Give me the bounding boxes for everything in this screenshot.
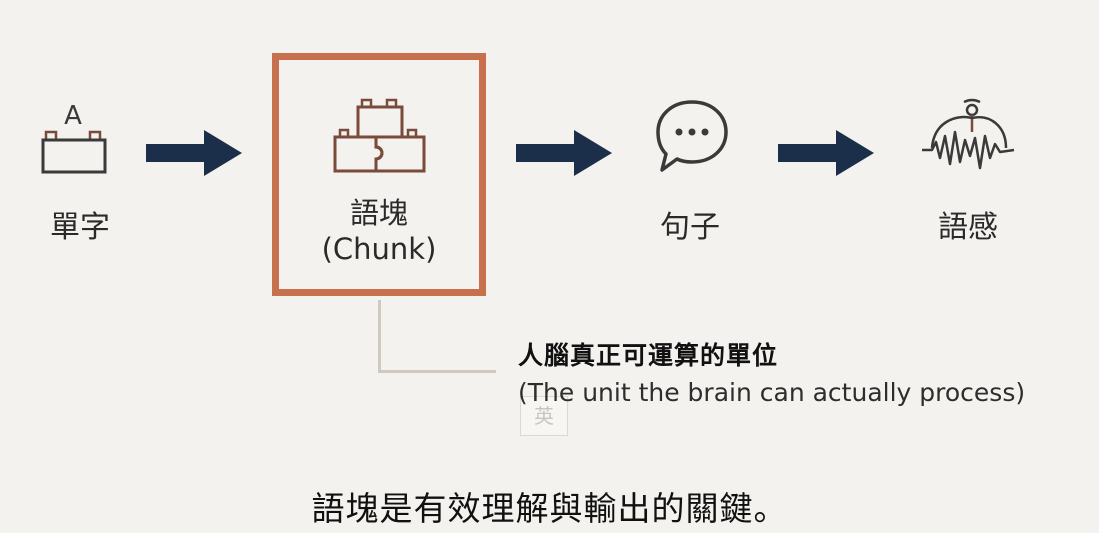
connector-horizontal	[378, 370, 496, 373]
puzzle-blocks-icon	[332, 98, 428, 176]
speech-bubble-icon	[652, 98, 732, 176]
annotation-subtitle: (The unit the brain can actually process…	[518, 378, 1026, 407]
flow-arrow-3	[778, 128, 874, 178]
connector-vertical	[378, 300, 381, 372]
chunk-label: 語塊 (Chunk)	[272, 195, 486, 267]
svg-text:A: A	[64, 101, 82, 131]
letter-block-icon: A	[40, 98, 110, 176]
language-badge[interactable]: 英	[520, 396, 568, 436]
brain-wave-icon	[918, 92, 1018, 178]
bottom-caption: 語塊是有效理解與輸出的關鍵。	[311, 489, 788, 528]
node-label-sense: 語感	[938, 210, 998, 245]
flow-arrow-2	[516, 128, 612, 178]
highlight-box	[272, 53, 486, 296]
node-label-sentence: 句子	[660, 210, 720, 245]
annotation-title: 人腦真正可運算的單位	[518, 341, 779, 370]
node-sublabel-chunk: (Chunk)	[321, 232, 437, 266]
flow-arrow-1	[146, 128, 242, 178]
node-label-chunk: 語塊	[349, 196, 408, 230]
node-label-word: 單字	[50, 210, 110, 245]
